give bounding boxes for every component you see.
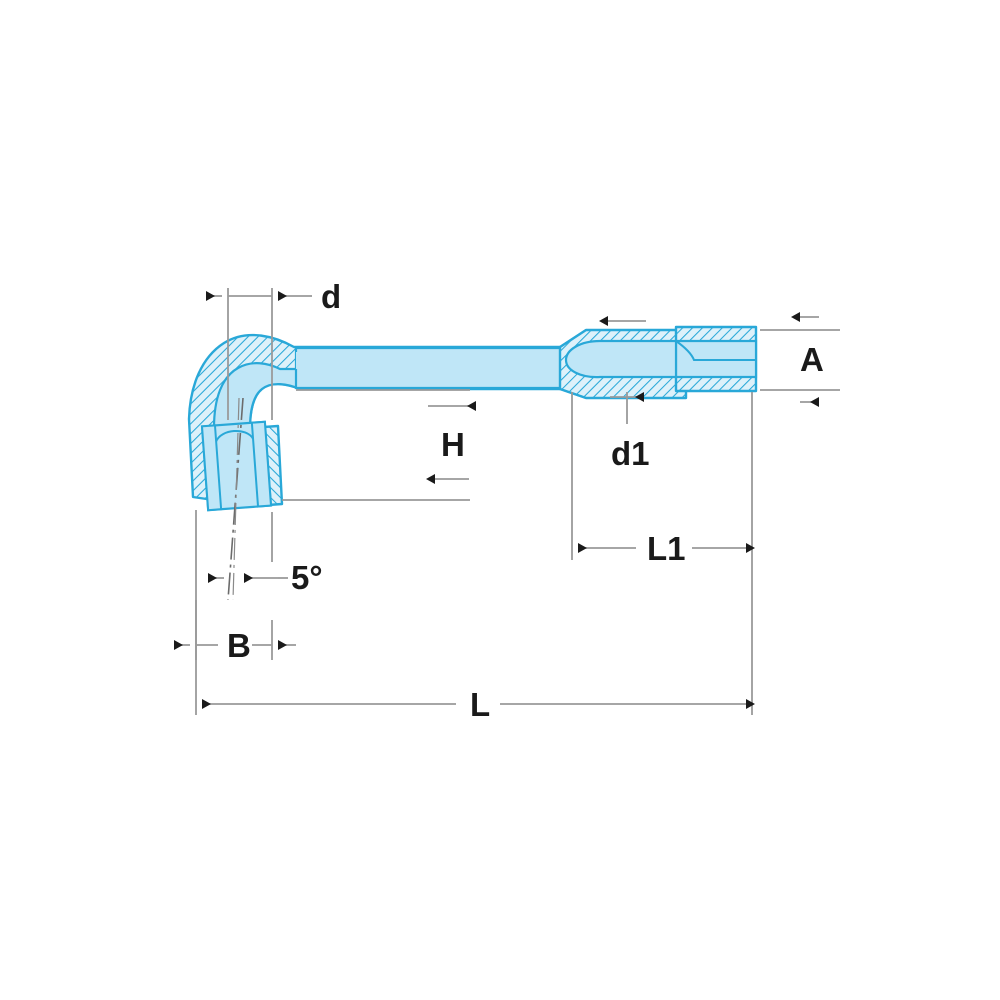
head-centerline-aux xyxy=(232,397,240,601)
dimension-label-d1: d1 xyxy=(611,435,650,472)
dimension-lines xyxy=(195,288,840,715)
wrench-head-hex-face-left xyxy=(200,424,223,512)
wrench-head-hex-face-right xyxy=(250,420,273,508)
dimension-label-angle: 5° xyxy=(291,559,323,596)
wrench-head-hex-arc xyxy=(215,430,254,442)
wrench-elbow-throat xyxy=(296,352,334,369)
wrench-socket-inner-cavity xyxy=(564,339,678,379)
dimension-arrows xyxy=(174,291,819,709)
wrench-collar-chamfer-bottom xyxy=(559,387,587,400)
dimension-label-h: H xyxy=(441,426,465,463)
dimension-label-l1: L1 xyxy=(647,530,686,567)
dimension-label-a: A xyxy=(800,341,824,378)
dimension-label-l: L xyxy=(470,686,491,723)
wrench-shank xyxy=(294,346,568,390)
wrench-part xyxy=(187,325,758,601)
dimension-label-b: B xyxy=(227,627,251,664)
wrench-collar-chamfer-top xyxy=(559,329,587,348)
wrench-socket-chamfer-line xyxy=(675,340,756,361)
dimension-label-d: d xyxy=(321,278,342,315)
head-centerline xyxy=(227,397,244,601)
